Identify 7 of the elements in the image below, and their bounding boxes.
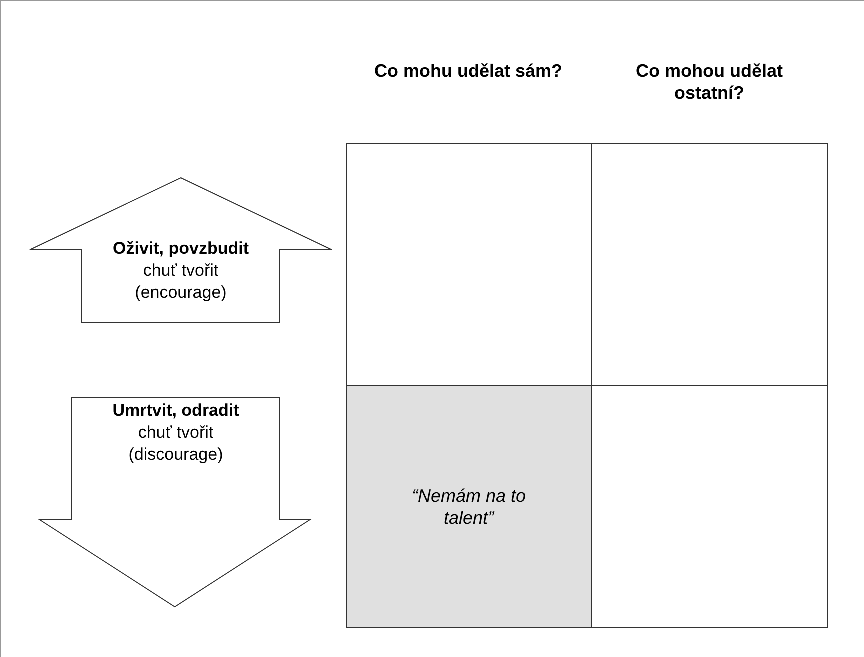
column-header: Co mohou udělat ostatní? (635, 60, 784, 104)
arrow-label: chuť tvořit (discourage) (128, 422, 224, 466)
arrow-heading: Oživit, povzbudit (112, 238, 250, 260)
quote-cell: “Nemám na to talent” (346, 385, 592, 628)
arrow-label: chuť tvořit (encourage) (134, 260, 228, 304)
column-header: Co mohu udělat sám? (373, 60, 564, 82)
arrow-heading: Umrtvit, odradit (112, 400, 240, 422)
